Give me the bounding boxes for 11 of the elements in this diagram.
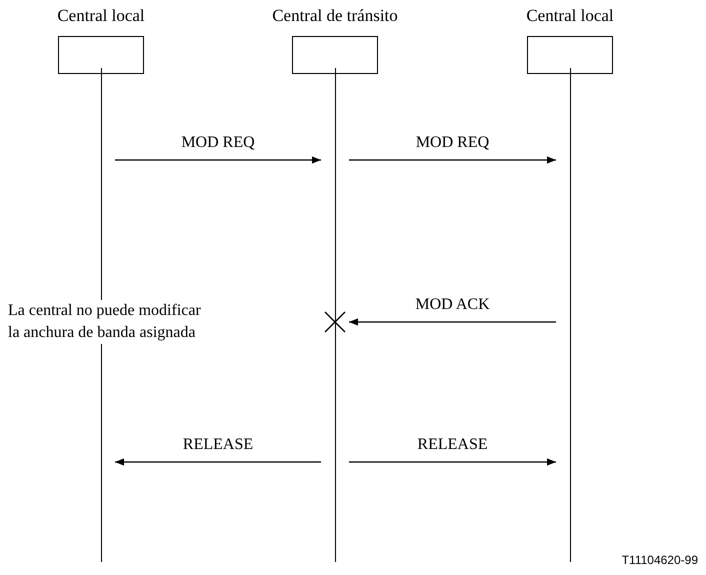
- node-title: Central local: [56, 6, 146, 26]
- message-arrow: [115, 156, 321, 164]
- edge-label: MOD REQ: [179, 134, 257, 152]
- figure-code: T11104620-99: [622, 553, 698, 567]
- node-title: Central de tránsito: [271, 6, 399, 26]
- message-arrow: [115, 458, 321, 466]
- message-arrow: [349, 156, 556, 164]
- edge-label: MOD REQ: [414, 134, 492, 152]
- message-arrow: [349, 318, 556, 326]
- message-arrow: [349, 458, 556, 466]
- node-title: Central local: [525, 6, 615, 26]
